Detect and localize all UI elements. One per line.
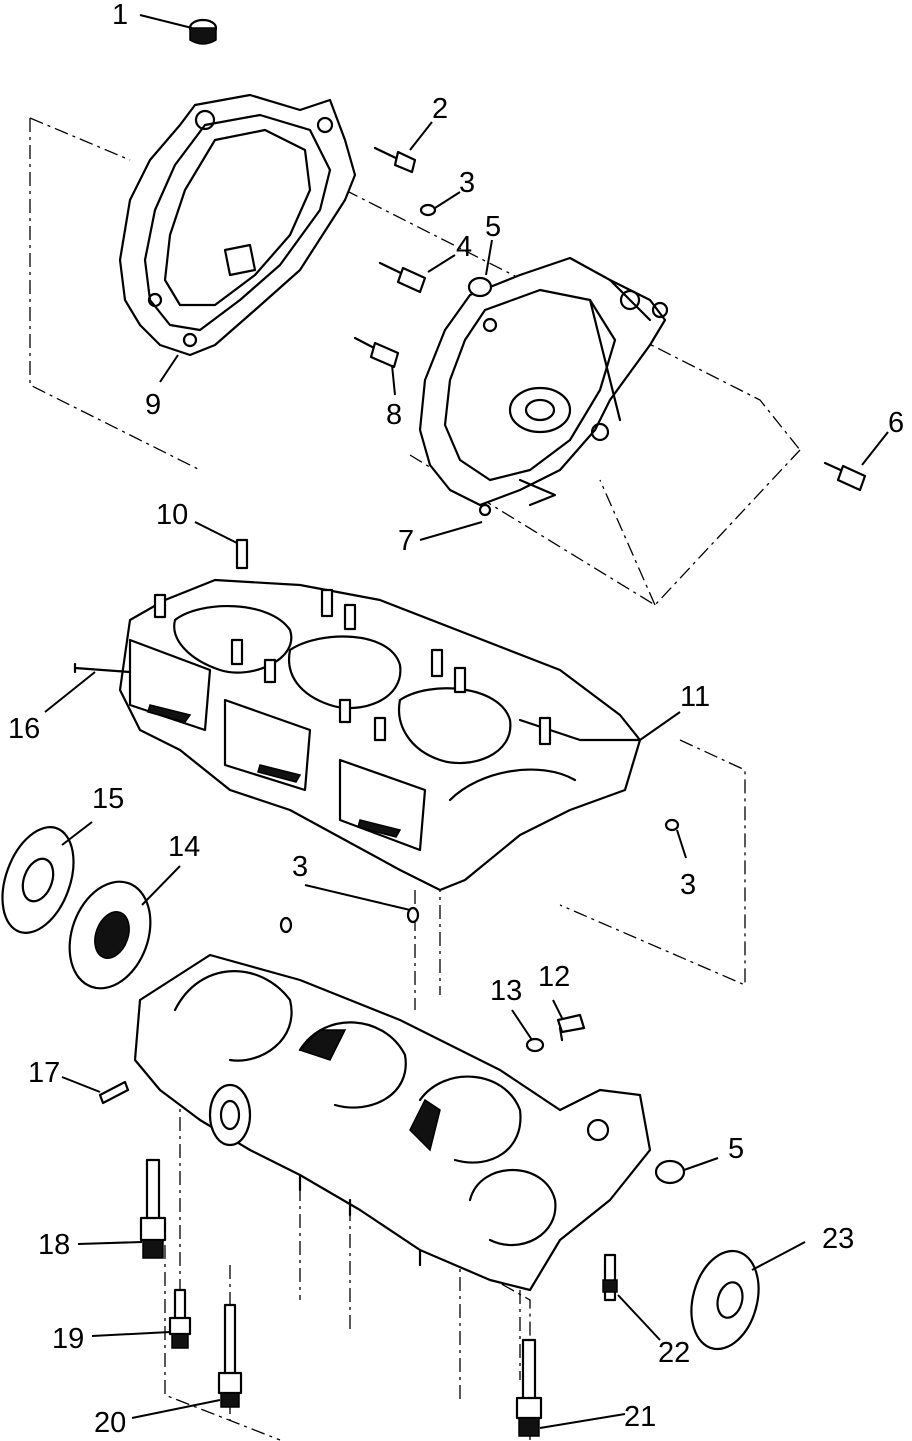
callout-7: 7	[398, 525, 414, 557]
bolt-part-12	[556, 1013, 586, 1042]
callout-labels: 1 2 3 4 5 6 7 8 9 10 11 3 15 14 3 16 13 …	[8, 0, 904, 1439]
dowel-part-3-top	[419, 203, 437, 217]
washer-part-13	[525, 1037, 545, 1053]
callout-1: 1	[112, 0, 128, 31]
callout-22: 22	[658, 1337, 690, 1369]
callout-19: 19	[52, 1323, 84, 1355]
seal-part-14	[68, 880, 152, 990]
callout-23: 23	[822, 1223, 854, 1255]
callout-10: 10	[156, 499, 188, 531]
callout-5-top: 5	[485, 211, 501, 243]
callout-3-center: 3	[292, 851, 308, 883]
seal-part-15	[1, 826, 75, 934]
leader-lines	[44, 14, 889, 1429]
bolt-part-2	[373, 146, 417, 174]
callout-6: 6	[888, 407, 904, 439]
callout-17: 17	[28, 1057, 60, 1089]
cover-part-9	[118, 93, 357, 357]
callout-13: 13	[490, 975, 522, 1007]
callout-5-lower: 5	[728, 1133, 744, 1165]
bolt-part-8	[353, 336, 400, 369]
callout-3-right: 3	[680, 869, 696, 901]
stud-part-22	[602, 1253, 618, 1302]
dowel-part-3-left	[279, 916, 293, 934]
housing-part-7	[418, 256, 669, 517]
lower-crankcase	[133, 953, 652, 1292]
callout-2: 2	[432, 93, 448, 125]
callout-8: 8	[386, 399, 402, 431]
stud-part-21	[515, 1338, 543, 1437]
seal-part-23	[690, 1249, 760, 1351]
dowel-part-3-center	[406, 906, 420, 924]
bushing-part-5-top	[467, 276, 493, 298]
callout-9: 9	[145, 389, 161, 421]
callout-12: 12	[538, 961, 570, 993]
pin-part-17	[98, 1080, 130, 1105]
callout-20: 20	[94, 1407, 126, 1439]
callout-3-top: 3	[459, 167, 475, 199]
callout-15: 15	[92, 783, 124, 815]
callout-18: 18	[38, 1229, 70, 1261]
callout-4: 4	[456, 231, 472, 263]
plug-part-1	[188, 18, 218, 45]
bolt-part-4	[378, 261, 427, 294]
bolt-part-6	[823, 461, 867, 492]
callout-21: 21	[624, 1401, 656, 1433]
dowel-part-3-right	[664, 818, 680, 832]
studs-upper	[153, 538, 552, 746]
upper-crankcase	[73, 578, 642, 892]
stud-part-20	[217, 1303, 243, 1408]
stud-part-18	[139, 1158, 167, 1259]
bushing-part-5-lower	[654, 1159, 686, 1185]
callout-14: 14	[168, 831, 200, 863]
callout-16: 16	[8, 713, 40, 745]
callout-11: 11	[680, 681, 710, 713]
stud-part-19	[168, 1288, 192, 1349]
